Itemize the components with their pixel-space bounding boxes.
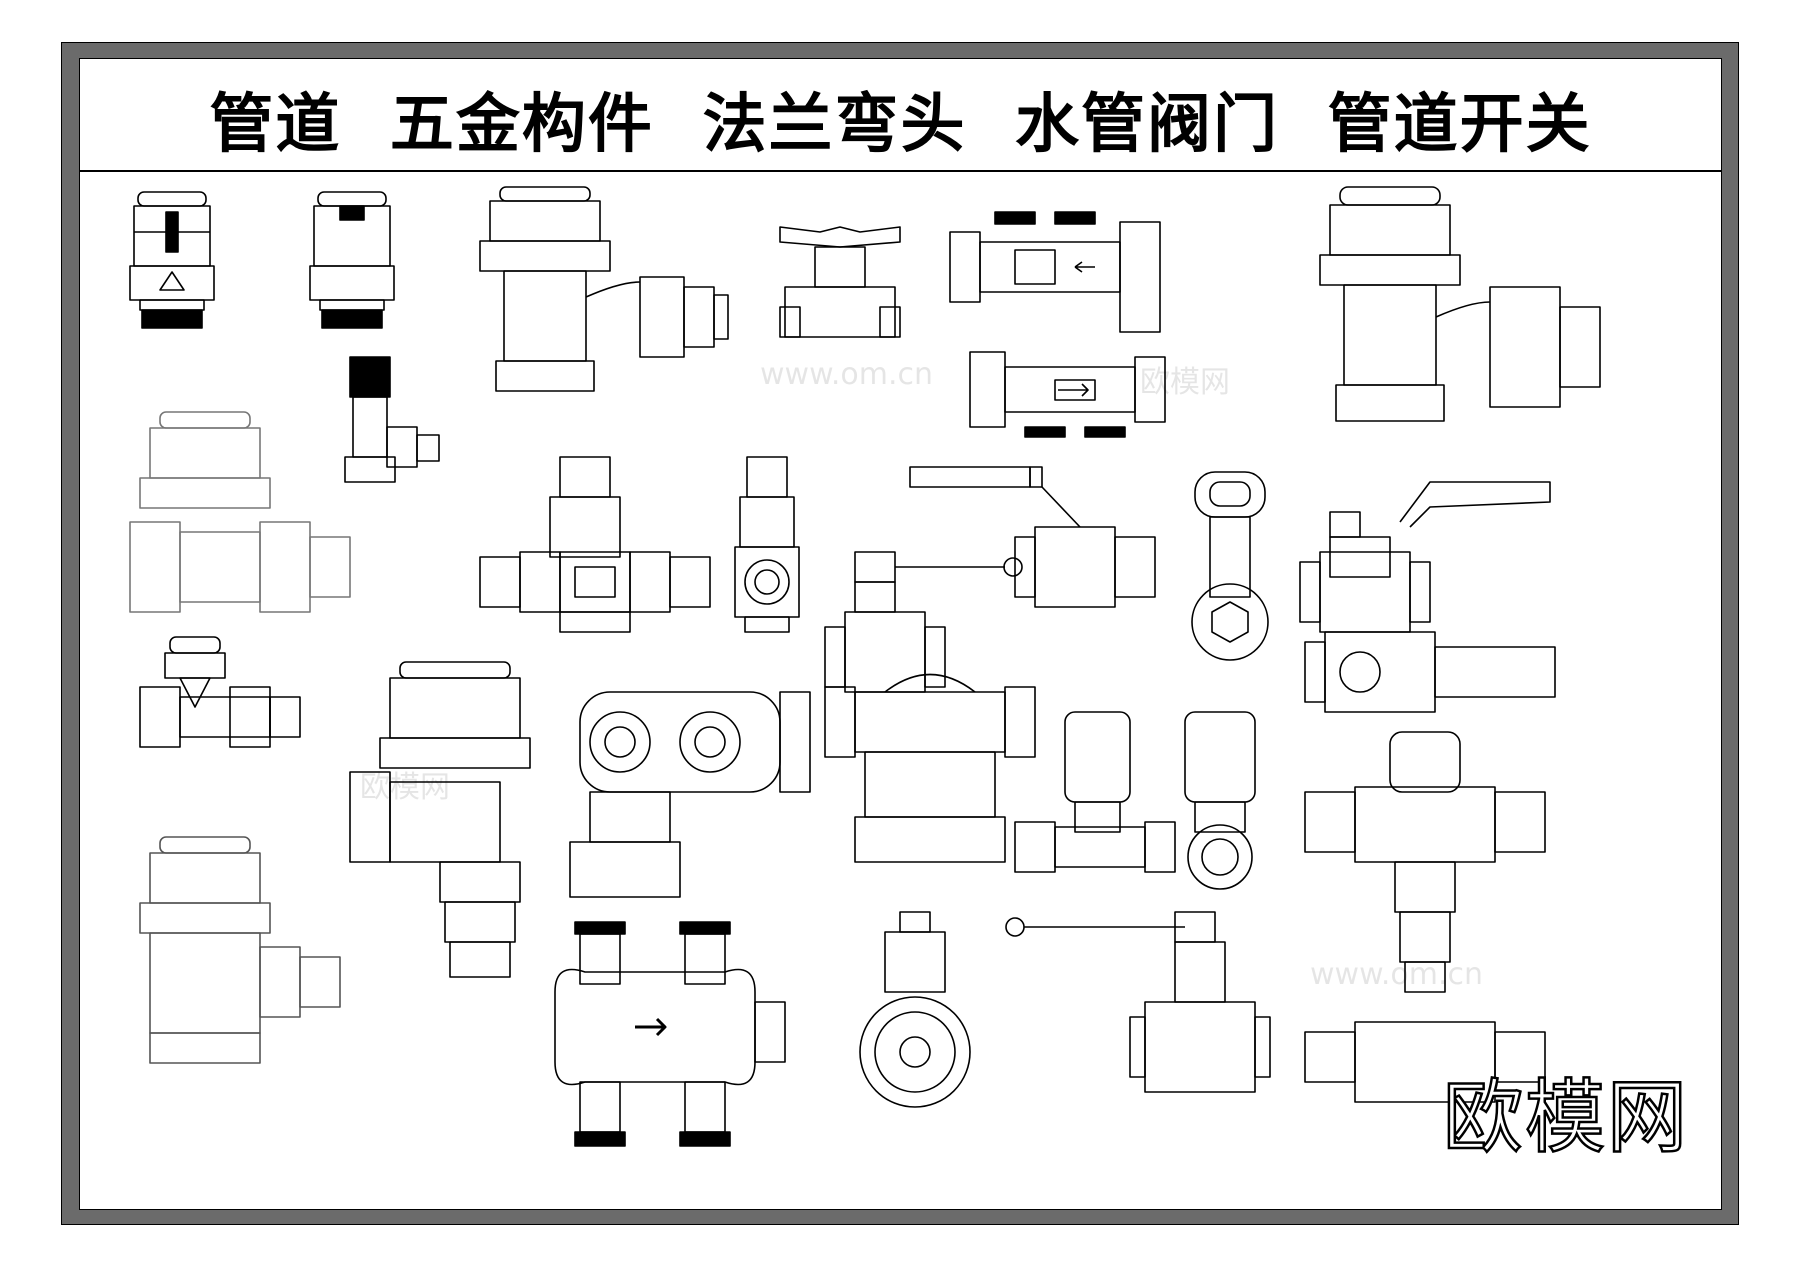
red-lever-ball-valve [1299, 481, 1551, 633]
angle-radiator-valve-a [479, 186, 729, 392]
mixing-valve [1304, 731, 1546, 993]
bottom-union-valve [1304, 1021, 1546, 1103]
stop-valve-front [1184, 711, 1256, 890]
drawing-sheet: 管道 五金构件 法兰弯头 水管阀门 管道开关 [61, 42, 1739, 1225]
small-angle-valve [344, 356, 440, 483]
drawing-frame: 管道 五金构件 法兰弯头 水管阀门 管道开关 [79, 58, 1722, 1210]
stop-valve-side [1014, 711, 1176, 873]
inline-check-valve-a [949, 211, 1161, 333]
tall-angle-valve [349, 661, 531, 978]
union-valve-front [734, 456, 800, 633]
side-lever-ball-valve [1304, 631, 1556, 713]
long-lever-ball-valve [1005, 911, 1271, 1093]
three-way-union-valve [479, 456, 711, 633]
valve-key-wrench [1191, 471, 1269, 661]
component-canvas: 欧模网 www.om.cn 欧模网 www.om.cn 欧模网 [80, 172, 1723, 1211]
twin-port-manifold [569, 691, 811, 898]
h-block-valve [554, 921, 786, 1147]
brand-mark: 欧模网 [1442, 1070, 1689, 1166]
butterfly-handle-valve [779, 226, 901, 338]
front-view-ball-valve [859, 911, 971, 1108]
straight-radiator-valve-a [129, 411, 351, 613]
component-linework [129, 186, 1601, 1147]
drawing-title: 管道 五金构件 法兰弯头 水管阀门 管道开关 [209, 88, 1592, 162]
small-straight-valve [139, 636, 301, 748]
lever-ball-valve-a [909, 466, 1156, 608]
thermostatic-head-a [129, 191, 215, 329]
straight-radiator-valve-b [139, 836, 341, 1064]
tee-fitting [824, 673, 1036, 863]
title-band: 管道 五金构件 法兰弯头 水管阀门 管道开关 [80, 59, 1721, 172]
inline-check-valve-b [969, 351, 1166, 438]
thermostatic-head-b [309, 191, 395, 329]
angle-radiator-valve-large [1319, 186, 1601, 422]
lever-ball-valve-b [824, 551, 1023, 693]
